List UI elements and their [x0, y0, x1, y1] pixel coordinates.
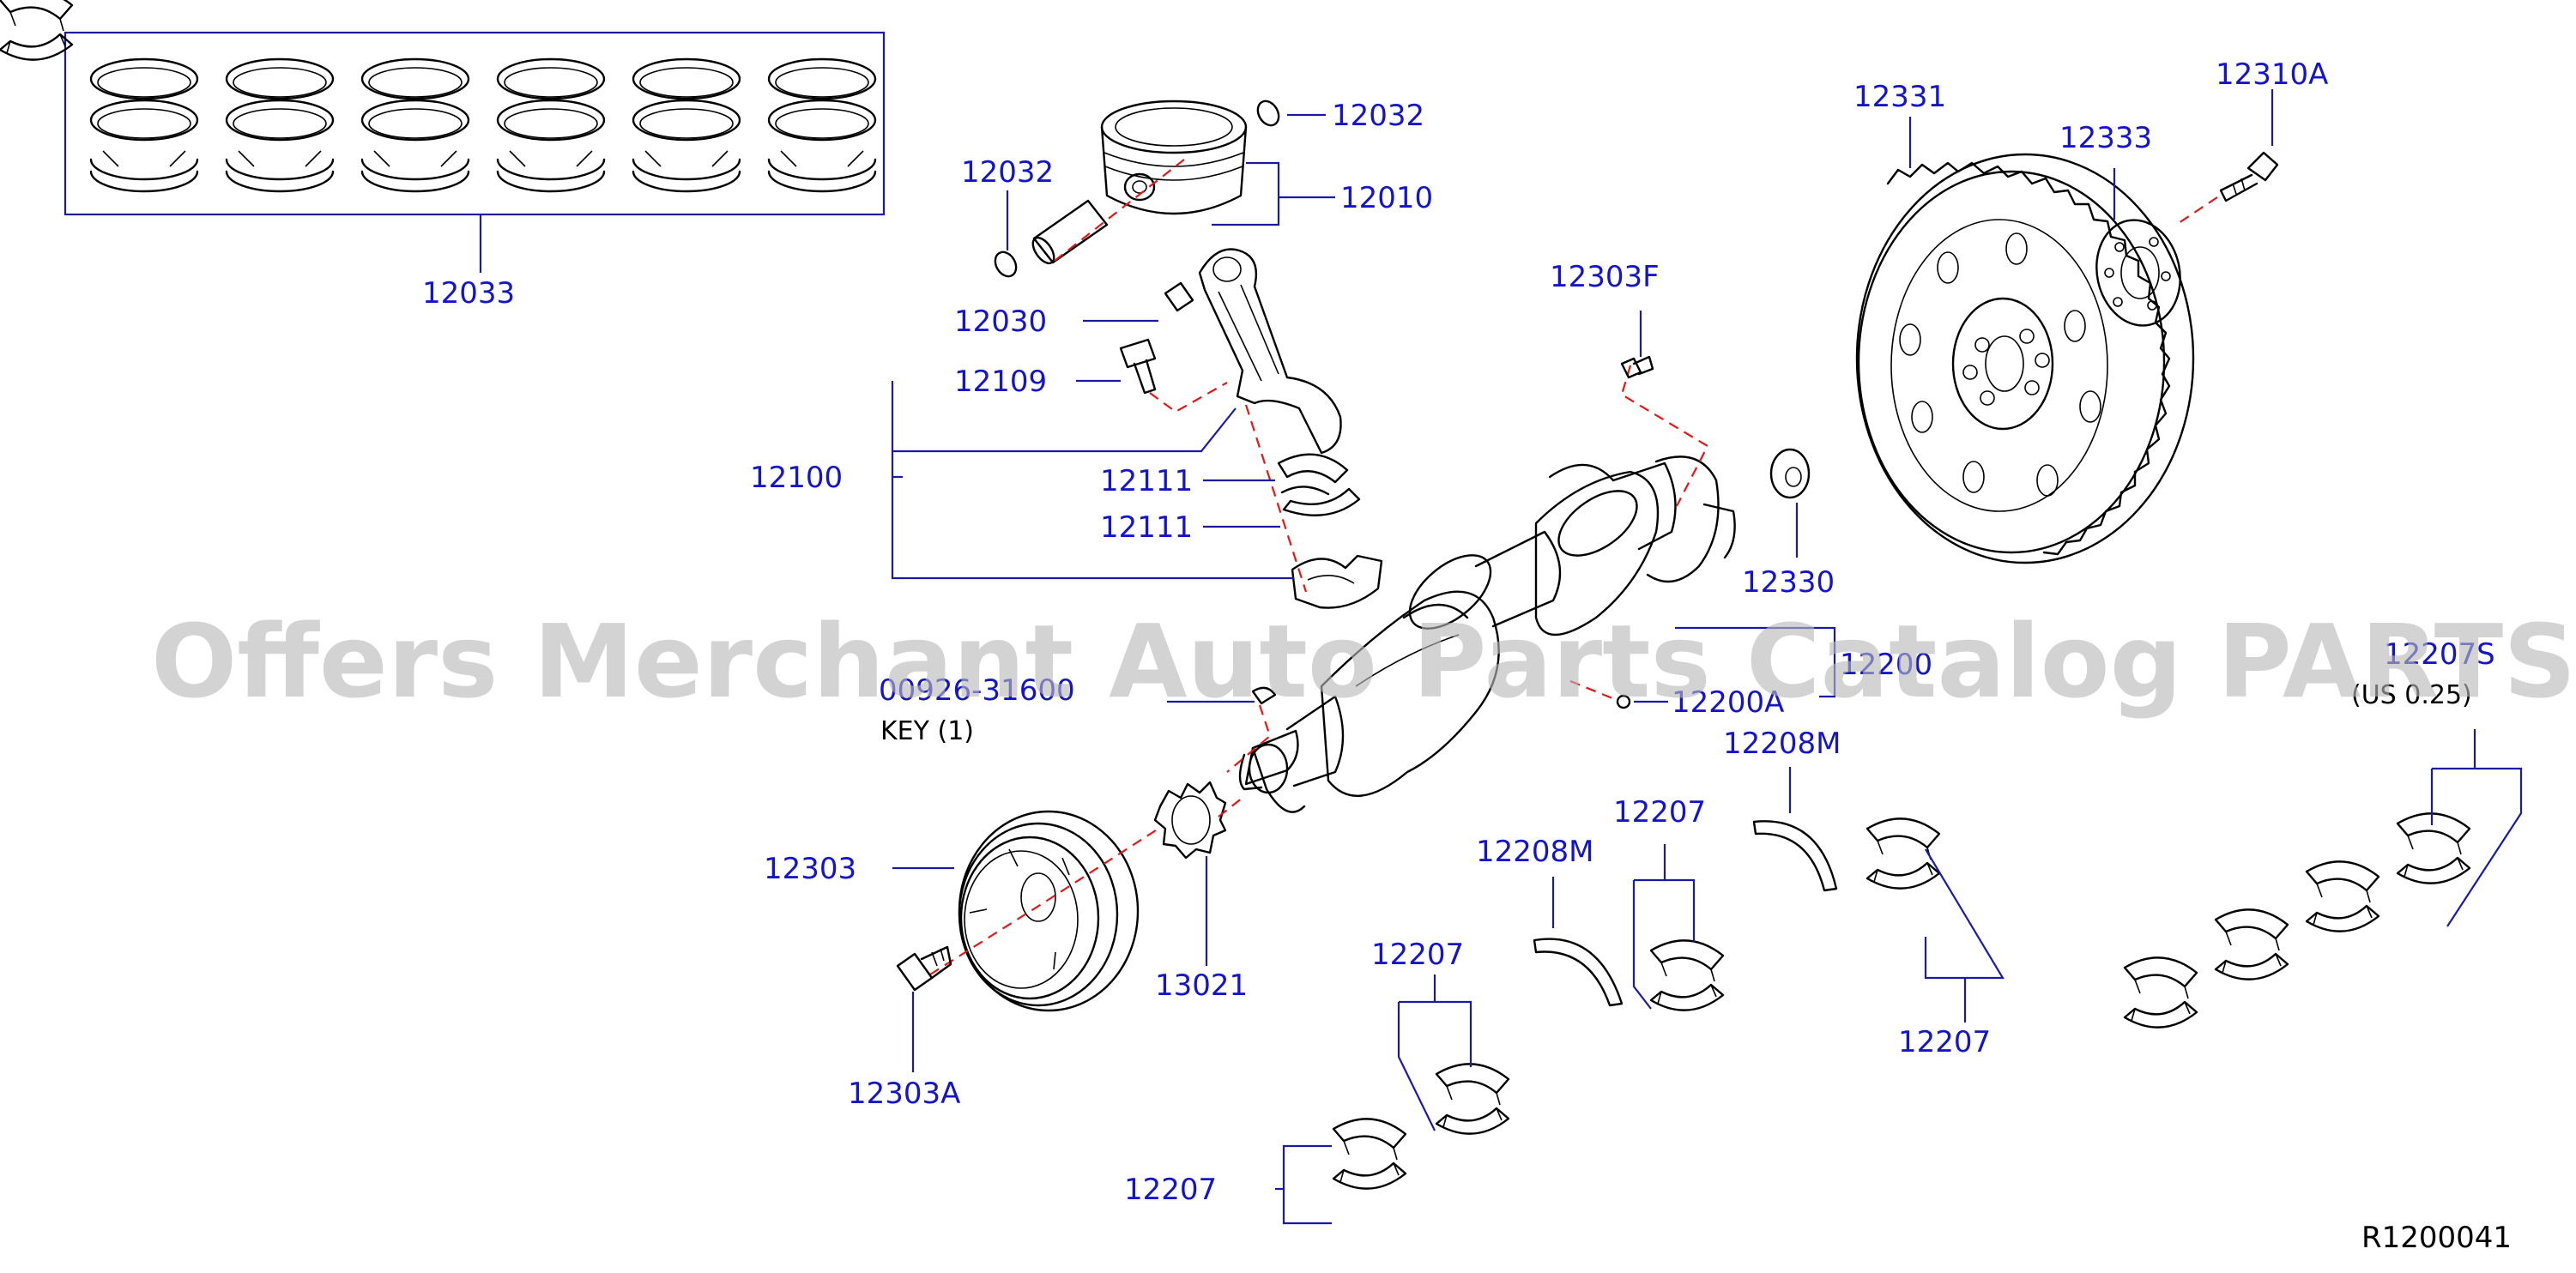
flywheel-bolt — [2219, 151, 2279, 202]
rod-bushing — [1164, 281, 1194, 312]
key-quantity-note: KEY (1) — [880, 716, 974, 746]
callout-piston[interactable]: 12010 — [1340, 181, 1433, 215]
pulley-bolt — [896, 945, 952, 992]
crankshaft — [1244, 456, 1736, 797]
callout-flywheel[interactable]: 12331 — [1853, 80, 1946, 114]
callout-piston-rings[interactable]: 12033 — [422, 276, 515, 311]
crank-sprocket — [1153, 781, 1227, 860]
callout-rod-bushing[interactable]: 12030 — [954, 305, 1047, 339]
pilot-bolt — [1620, 355, 1654, 379]
thrust-washer-left — [1533, 938, 1624, 1007]
crank-ball — [1616, 694, 1631, 709]
connecting-rod — [1198, 248, 1342, 455]
flywheel-plate — [2095, 219, 2181, 327]
callout-sprocket[interactable]: 13021 — [1155, 968, 1248, 1003]
callout-crankshaft[interactable]: 12200 — [1840, 648, 1932, 682]
callout-pilot-bushing[interactable]: 12330 — [1742, 565, 1835, 600]
callout-thrust-washer-left[interactable]: 12208M — [1476, 835, 1594, 869]
undersize-note: (US 0.25) — [2351, 680, 2472, 710]
pilot-bushing — [1769, 448, 1811, 499]
callout-pulley-bolt[interactable]: 12303A — [848, 1077, 960, 1111]
callout-undersize-bearing[interactable]: 12207S — [2384, 637, 2495, 672]
callout-pilot-bolt[interactable]: 12303F — [1550, 260, 1660, 294]
piston-pin — [1031, 199, 1109, 265]
main-bearing-c — [1649, 939, 1725, 1011]
crank-pulley — [958, 810, 1140, 1012]
callout-flywheel-plate[interactable]: 12333 — [2059, 121, 2152, 155]
snap-ring-right — [1256, 100, 1280, 127]
woodruff-key — [1251, 686, 1277, 705]
rod-bearing-upper — [1277, 453, 1349, 496]
diagram-reference: R1200041 — [2361, 1221, 2512, 1255]
callout-key-part-no[interactable]: 00926-31600 — [879, 673, 1075, 708]
rod-bolt — [1119, 338, 1157, 395]
rod-bearing-lower — [1282, 487, 1361, 516]
thrust-washer-right — [1752, 820, 1838, 892]
callout-pulley[interactable]: 12303 — [764, 852, 856, 886]
callout-main-bearing-b[interactable]: 12207 — [1371, 938, 1464, 972]
callout-snap-ring-right[interactable]: 12032 — [1332, 99, 1424, 133]
callout-main-bearing-c[interactable]: 12207 — [1613, 795, 1706, 830]
watermark: Offers Merchant Auto Parts Catalog PARTS… — [151, 602, 2576, 721]
flywheel — [1855, 153, 2195, 564]
callout-thrust-washer-right[interactable]: 12208M — [1723, 727, 1841, 761]
main-bearing-b — [1435, 1063, 1510, 1135]
callout-rod-bearing-lower[interactable]: 12111 — [1100, 510, 1193, 545]
callout-main-bearing-a[interactable]: 12207 — [1124, 1173, 1217, 1207]
callout-flywheel-bolt[interactable]: 12310A — [2216, 57, 2328, 92]
callout-snap-ring-left[interactable]: 12032 — [961, 155, 1054, 190]
rod-cap — [1291, 554, 1383, 609]
piston-ring-set — [63, 31, 886, 273]
callout-crank-ball[interactable]: 12200A — [1672, 685, 1784, 720]
callout-main-bearing-d[interactable]: 12207 — [1898, 1025, 1991, 1059]
crankshaft-nose — [1251, 746, 1306, 813]
undersize-bearing-set — [2123, 812, 2471, 1029]
callout-rod-bearing-upper[interactable]: 12111 — [1100, 464, 1193, 498]
callout-con-rod-assembly[interactable]: 12100 — [750, 461, 843, 495]
callout-rod-bolt[interactable]: 12109 — [954, 365, 1047, 399]
piston — [1100, 100, 1248, 215]
main-bearing-a — [1332, 1118, 1407, 1190]
snap-ring-left — [994, 250, 1018, 278]
